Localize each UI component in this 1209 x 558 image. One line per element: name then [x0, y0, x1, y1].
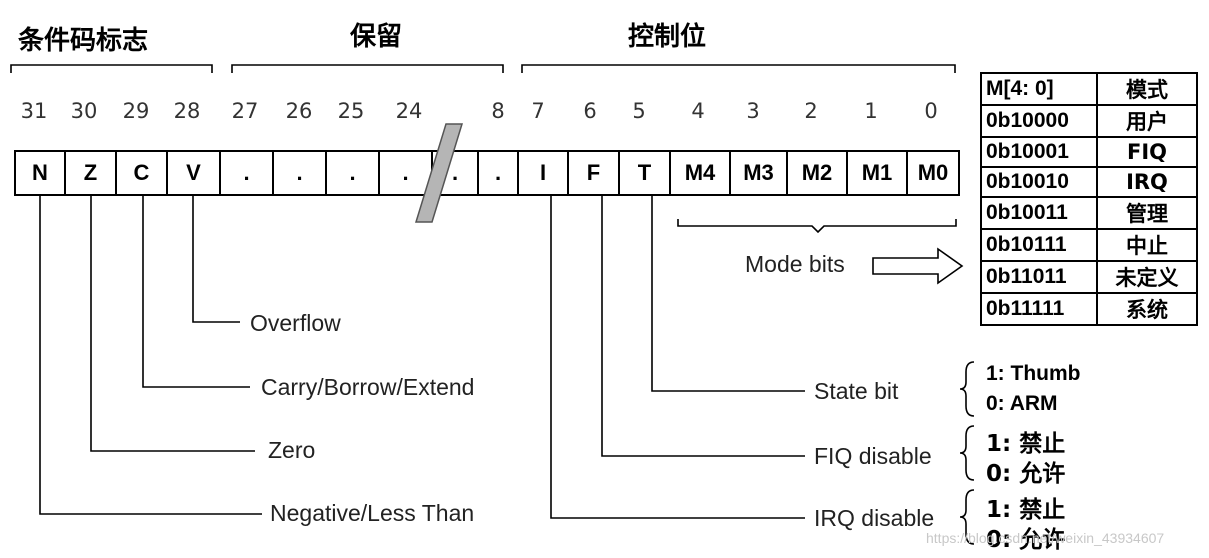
mode-bits-value: 0b10000 [980, 104, 1098, 138]
mode-name: FIQ [1096, 136, 1198, 168]
negative-label: Negative/Less Than [270, 500, 475, 526]
mode-bits-value: 0b11111 [980, 292, 1098, 326]
carry-label: Carry/Borrow/Extend [261, 374, 475, 400]
register-cell-n: N [14, 150, 66, 196]
bit-number: 28 [173, 99, 201, 123]
table-row: 0b11111 系统 [980, 292, 1198, 326]
bit-number: 7 [531, 99, 545, 123]
bit-number: 1 [864, 99, 878, 123]
table-row: 0b10001 FIQ [980, 136, 1198, 168]
t-connector [651, 196, 805, 392]
register-cell-reserved: . [272, 150, 327, 196]
register-cell-reserved: . [378, 150, 433, 196]
state-option-thumb: 1: Thumb [986, 362, 1081, 385]
register-cell-c: C [115, 150, 168, 196]
mode-table-header: M[4: 0] 模式 [980, 72, 1198, 106]
mode-table-header-bits: M[4: 0] [980, 72, 1098, 106]
register-cell-i: I [517, 150, 569, 196]
table-row: 0b10000 用户 [980, 104, 1198, 138]
register-cell-m3: M3 [729, 150, 788, 196]
reserved-section-title: 保留 [350, 22, 403, 52]
irq-option-disable: 1: 禁止 [986, 497, 1066, 523]
mode-bits-value: 0b10011 [980, 196, 1098, 230]
table-row: 0b10111 中止 [980, 228, 1198, 262]
bit-number: 25 [337, 99, 365, 123]
bit-number: 2 [804, 99, 818, 123]
table-row: 0b11011 未定义 [980, 260, 1198, 294]
state-bit-label: State bit [814, 378, 899, 404]
table-row: 0b10010 IRQ [980, 166, 1198, 198]
mode-name: 管理 [1096, 196, 1198, 230]
register-cell-t: T [618, 150, 671, 196]
register-cell-m4: M4 [669, 150, 731, 196]
mode-table-header-mode: 模式 [1096, 72, 1198, 106]
register-cell-reserved: . [325, 150, 380, 196]
control-bracket [521, 64, 956, 73]
fiq-option-enable: 0: 允许 [986, 461, 1066, 487]
register-cell-m0: M0 [906, 150, 960, 196]
bit-number: 5 [632, 99, 646, 123]
mode-name: 用户 [1096, 104, 1198, 138]
register-cell-reserved: . [219, 150, 274, 196]
bit-number: 24 [395, 99, 423, 123]
control-section-title: 控制位 [628, 22, 707, 52]
register-cell-reserved: . [477, 150, 519, 196]
table-row: 0b10011 管理 [980, 196, 1198, 230]
reserved-bracket [231, 64, 504, 73]
f-connector [601, 196, 805, 457]
fiq-option-disable: 1: 禁止 [986, 431, 1066, 457]
bit-number: 26 [285, 99, 313, 123]
state-brace [959, 361, 975, 417]
z-connector [90, 196, 255, 452]
mode-bits-value: 0b11011 [980, 260, 1098, 294]
mode-bits-arrow [872, 247, 964, 285]
bit-number: 31 [20, 99, 48, 123]
irq-option-enable: 0: 允许 [986, 527, 1066, 553]
irq-brace [959, 489, 975, 545]
flags-section-title: 条件码标志 [18, 26, 149, 56]
register-cell-m1: M1 [846, 150, 908, 196]
bit-number: 8 [491, 99, 505, 123]
fiq-brace [959, 425, 975, 481]
break-slash [414, 123, 464, 223]
mode-name: 中止 [1096, 228, 1198, 262]
bit-number: 29 [122, 99, 150, 123]
register-cell-z: Z [64, 150, 117, 196]
bit-number: 3 [746, 99, 760, 123]
register-cell-v: V [166, 150, 221, 196]
bit-number: 4 [691, 99, 705, 123]
mode-bits-value: 0b10010 [980, 166, 1098, 198]
mode-table: M[4: 0] 模式 0b10000 用户 0b10001 FIQ 0b1001… [980, 72, 1198, 326]
mode-bits-value: 0b10001 [980, 136, 1098, 168]
register-cell-m2: M2 [786, 150, 848, 196]
mode-name: 系统 [1096, 292, 1198, 326]
watermark: https://blog.csdn.net/weixin_43934607 [926, 530, 1165, 546]
c-connector [142, 196, 250, 388]
state-option-arm: 0: ARM [986, 392, 1058, 415]
i-connector [550, 196, 805, 519]
mode-bits-value: 0b10111 [980, 228, 1098, 262]
mode-bits-label: Mode bits [745, 251, 845, 277]
mode-name: IRQ [1096, 166, 1198, 198]
overflow-label: Overflow [250, 310, 341, 336]
bit-number: 27 [231, 99, 259, 123]
register-cell-f: F [567, 150, 620, 196]
zero-label: Zero [268, 437, 316, 463]
mode-name: 未定义 [1096, 260, 1198, 294]
v-connector [192, 196, 240, 323]
fiq-disable-label: FIQ disable [814, 443, 932, 469]
bit-number: 0 [924, 99, 938, 123]
bit-number: 6 [583, 99, 597, 123]
irq-disable-label: IRQ disable [814, 505, 935, 531]
mode-bits-brace [677, 219, 957, 234]
n-connector [39, 196, 262, 515]
bit-number: 30 [70, 99, 98, 123]
flags-bracket [10, 64, 213, 73]
